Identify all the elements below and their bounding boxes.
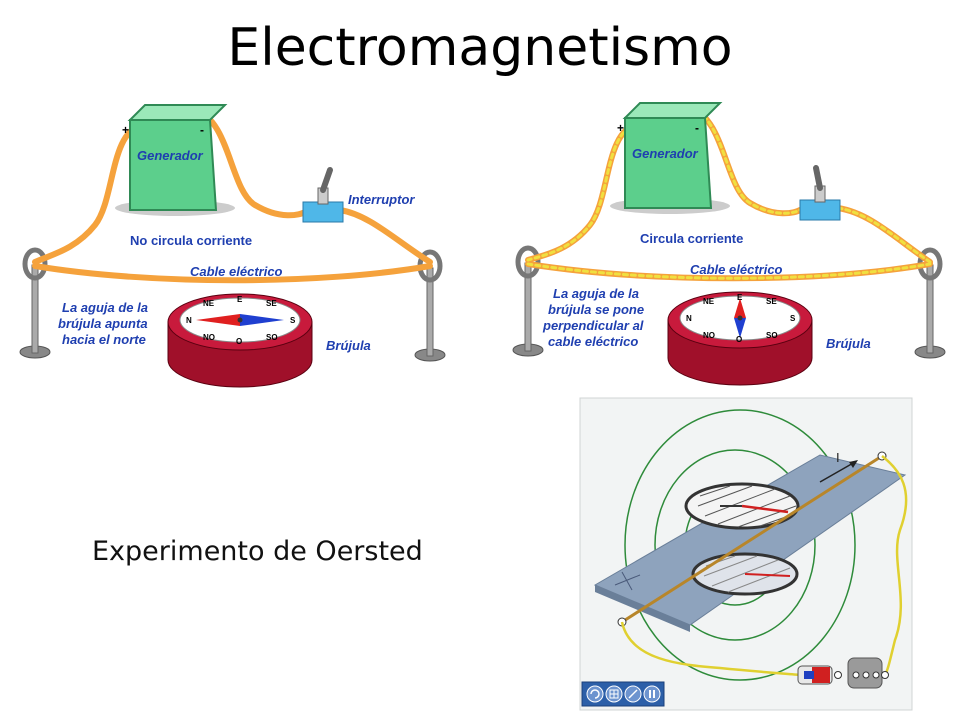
left-generator: + - Generador (115, 104, 235, 216)
switch-box[interactable] (847, 657, 883, 689)
left-cable-label: Cable eléctrico (190, 264, 283, 279)
page-title: Electromagnetismo (227, 18, 733, 78)
left-compass-no: NO (203, 333, 215, 342)
right-compass-no: NO (703, 331, 715, 340)
right-compass-ne: NE (703, 297, 715, 306)
left-needle-blue (240, 314, 284, 326)
left-needle-line-1: La aguja de la (62, 300, 148, 315)
right-compass-so: SO (766, 331, 778, 340)
right-compass-se: SE (766, 297, 777, 306)
plane-compass-rose (614, 571, 641, 591)
right-generator-plus: + (617, 121, 624, 135)
upper-disc (684, 482, 800, 530)
left-switch-label: Interruptor (348, 192, 415, 207)
left-compass-n: N (186, 316, 192, 325)
left-generator-label: Generador (137, 148, 204, 163)
grid-icon[interactable] (605, 685, 623, 703)
left-status-label: No circula corriente (130, 233, 252, 248)
reset-icon[interactable] (586, 685, 604, 703)
right-compass-n: N (686, 314, 692, 323)
right-compass-s: S (790, 314, 796, 323)
current-wire (621, 454, 883, 624)
left-compass-so: SO (266, 333, 278, 342)
right-generator: + - Generador (610, 102, 730, 214)
right-switch[interactable] (799, 165, 841, 221)
left-compass-e: E (237, 295, 243, 304)
right-needle-blue (734, 318, 746, 338)
left-generator-plus: + (122, 123, 129, 137)
left-compass-s: S (290, 316, 296, 325)
left-compass-ne: NE (203, 299, 215, 308)
right-compass: N NE E SE S SO O NO (667, 291, 813, 386)
right-stand-left (512, 245, 544, 357)
right-needle-line-2: brújula se pone (548, 302, 644, 317)
left-wires (32, 107, 433, 284)
right-generator-label: Generador (632, 146, 699, 161)
right-needle-line-3: perpendicular al (542, 318, 644, 333)
left-needle-line-3: hacia el norte (62, 332, 146, 347)
left-stand-left (19, 247, 51, 359)
left-needle-text: La aguja de la brújula apunta hacia el n… (58, 300, 152, 347)
battery (797, 665, 833, 685)
left-compass-o: O (236, 337, 242, 346)
left-compass: N NE E SE S SO O NO (167, 293, 313, 388)
right-status-label: Circula corriente (640, 231, 743, 246)
edit-icon[interactable] (624, 685, 642, 703)
right-compass-e: E (737, 293, 743, 302)
right-generator-minus: - (695, 121, 699, 135)
right-needle-line-4: cable eléctrico (548, 334, 638, 349)
left-needle-red (196, 314, 240, 326)
right-panel: + - Generador Circula corriente Cable el… (512, 102, 946, 386)
left-compass-label: Brújula (326, 338, 371, 353)
right-needle-text: La aguja de la brújula se pone perpendic… (542, 286, 648, 349)
left-compass-se: SE (266, 299, 277, 308)
left-generator-minus: - (200, 123, 204, 137)
right-compass-label: Brújula (826, 336, 871, 351)
left-needle-line-2: brújula apunta (58, 316, 148, 331)
right-needle-line-1: La aguja de la (553, 286, 639, 301)
right-wires (525, 105, 933, 282)
oersted-simulation: I (579, 397, 913, 711)
subtitle-oersted: Experimento de Oersted (92, 536, 423, 567)
right-cable-label: Cable eléctrico (690, 262, 783, 277)
left-switch[interactable] (302, 167, 344, 223)
right-compass-o: O (736, 335, 742, 344)
current-label: I (836, 450, 840, 465)
right-needle-red (734, 298, 746, 318)
return-wires (620, 455, 908, 677)
lower-disc (691, 552, 799, 596)
pause-icon[interactable] (643, 685, 661, 703)
left-panel: + - Generador Interruptor No circula cor… (19, 104, 446, 388)
